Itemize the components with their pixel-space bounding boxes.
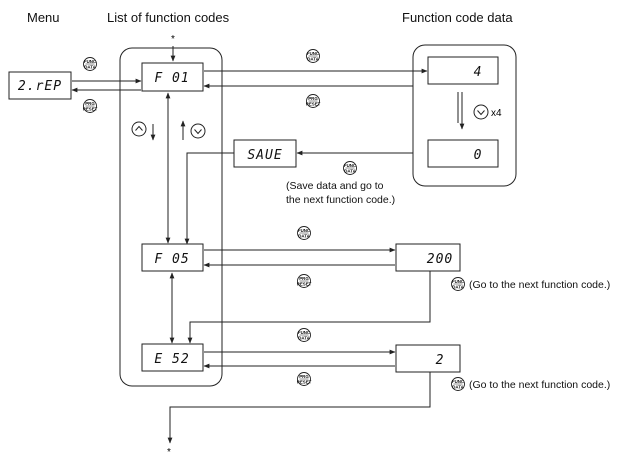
save-note-line1: (Save data and go to bbox=[286, 180, 384, 192]
func-data-key-icon: FUNC DATA bbox=[306, 49, 320, 63]
exit-arrow bbox=[167, 372, 431, 444]
svg-text:PRG: PRG bbox=[308, 96, 318, 101]
f01-display bbox=[141, 62, 204, 92]
svg-text:FUNC: FUNC bbox=[298, 228, 311, 233]
f05-display-text: F 05 bbox=[154, 252, 189, 267]
func-data-key-icon: FUNC DATA bbox=[343, 161, 357, 175]
next-note-1: (Go to the next function code.) bbox=[469, 279, 610, 291]
svg-text:FUNC: FUNC bbox=[452, 279, 465, 284]
bottom-asterisk: * bbox=[167, 447, 171, 458]
svg-text:FUNC: FUNC bbox=[452, 379, 465, 384]
svg-text:DATA: DATA bbox=[84, 64, 96, 69]
func-data-key-icon: FUNC DATA bbox=[451, 377, 465, 391]
e52-value-display bbox=[395, 344, 461, 373]
func-data-key-icon: FUNC DATA bbox=[297, 328, 311, 342]
prg-reset-key-icon: PRG RESET bbox=[306, 94, 321, 108]
svg-text:FUNC: FUNC bbox=[344, 163, 357, 168]
save-display-text: SAUE bbox=[247, 148, 282, 163]
data-value-display-2 bbox=[427, 139, 499, 168]
f05-value-display bbox=[395, 243, 461, 272]
svg-text:PRG: PRG bbox=[299, 276, 309, 281]
prg-reset-key-icon: PRG RESET bbox=[83, 99, 98, 113]
e52-display-text: E 52 bbox=[154, 352, 189, 367]
svg-text:DATA: DATA bbox=[452, 384, 464, 389]
down-key-icon bbox=[190, 123, 206, 139]
menu-header: Menu bbox=[27, 10, 60, 25]
func-data-key-icon: FUNC DATA bbox=[83, 57, 97, 71]
svg-text:DATA: DATA bbox=[452, 284, 464, 289]
svg-text:PRG: PRG bbox=[299, 374, 309, 379]
f05-display bbox=[141, 243, 204, 272]
times-label: x4 bbox=[491, 108, 502, 119]
svg-text:DATA: DATA bbox=[298, 335, 310, 340]
func-data-key-icon: FUNC DATA bbox=[297, 226, 311, 240]
data-value-2-text: 0 bbox=[474, 148, 483, 163]
function-code-panel bbox=[119, 47, 223, 387]
down-key-icon bbox=[473, 104, 489, 120]
save-note-line2: the next function code.) bbox=[286, 194, 395, 206]
func-data-key-icon: FUNC DATA bbox=[451, 277, 465, 291]
svg-text:DATA: DATA bbox=[298, 233, 310, 238]
f05-value-to-e52-arrow bbox=[187, 271, 431, 344]
list-header: List of function codes bbox=[107, 10, 230, 25]
save-to-f05-arrow bbox=[184, 152, 234, 245]
top-asterisk: * bbox=[171, 34, 175, 45]
svg-text:FUNC: FUNC bbox=[307, 51, 320, 56]
svg-text:FUNC: FUNC bbox=[84, 59, 97, 64]
data-value-1-text: 4 bbox=[474, 65, 483, 80]
svg-text:FUNC: FUNC bbox=[298, 330, 311, 335]
up-key-icon bbox=[131, 121, 147, 137]
svg-text:RESET: RESET bbox=[306, 101, 321, 106]
svg-text:DATA: DATA bbox=[307, 56, 319, 61]
svg-text:RESET: RESET bbox=[297, 379, 312, 384]
e52-display bbox=[141, 343, 204, 372]
svg-text:DATA: DATA bbox=[344, 168, 356, 173]
svg-text:RESET: RESET bbox=[297, 281, 312, 286]
data-value-display-1 bbox=[427, 56, 499, 85]
menu-display-text: 2.rEP bbox=[18, 79, 62, 94]
prg-reset-key-icon: PRG RESET bbox=[297, 274, 312, 288]
menu-display bbox=[8, 71, 72, 100]
svg-text:RESET: RESET bbox=[83, 106, 98, 111]
f05-value-text: 200 bbox=[427, 252, 453, 267]
svg-text:PRG: PRG bbox=[85, 101, 95, 106]
prg-reset-key-icon: PRG RESET bbox=[297, 372, 312, 386]
next-note-2: (Go to the next function code.) bbox=[469, 379, 610, 391]
e52-value-text: 2 bbox=[436, 353, 445, 368]
f01-display-text: F 01 bbox=[154, 71, 189, 86]
data-header: Function code data bbox=[402, 10, 513, 25]
